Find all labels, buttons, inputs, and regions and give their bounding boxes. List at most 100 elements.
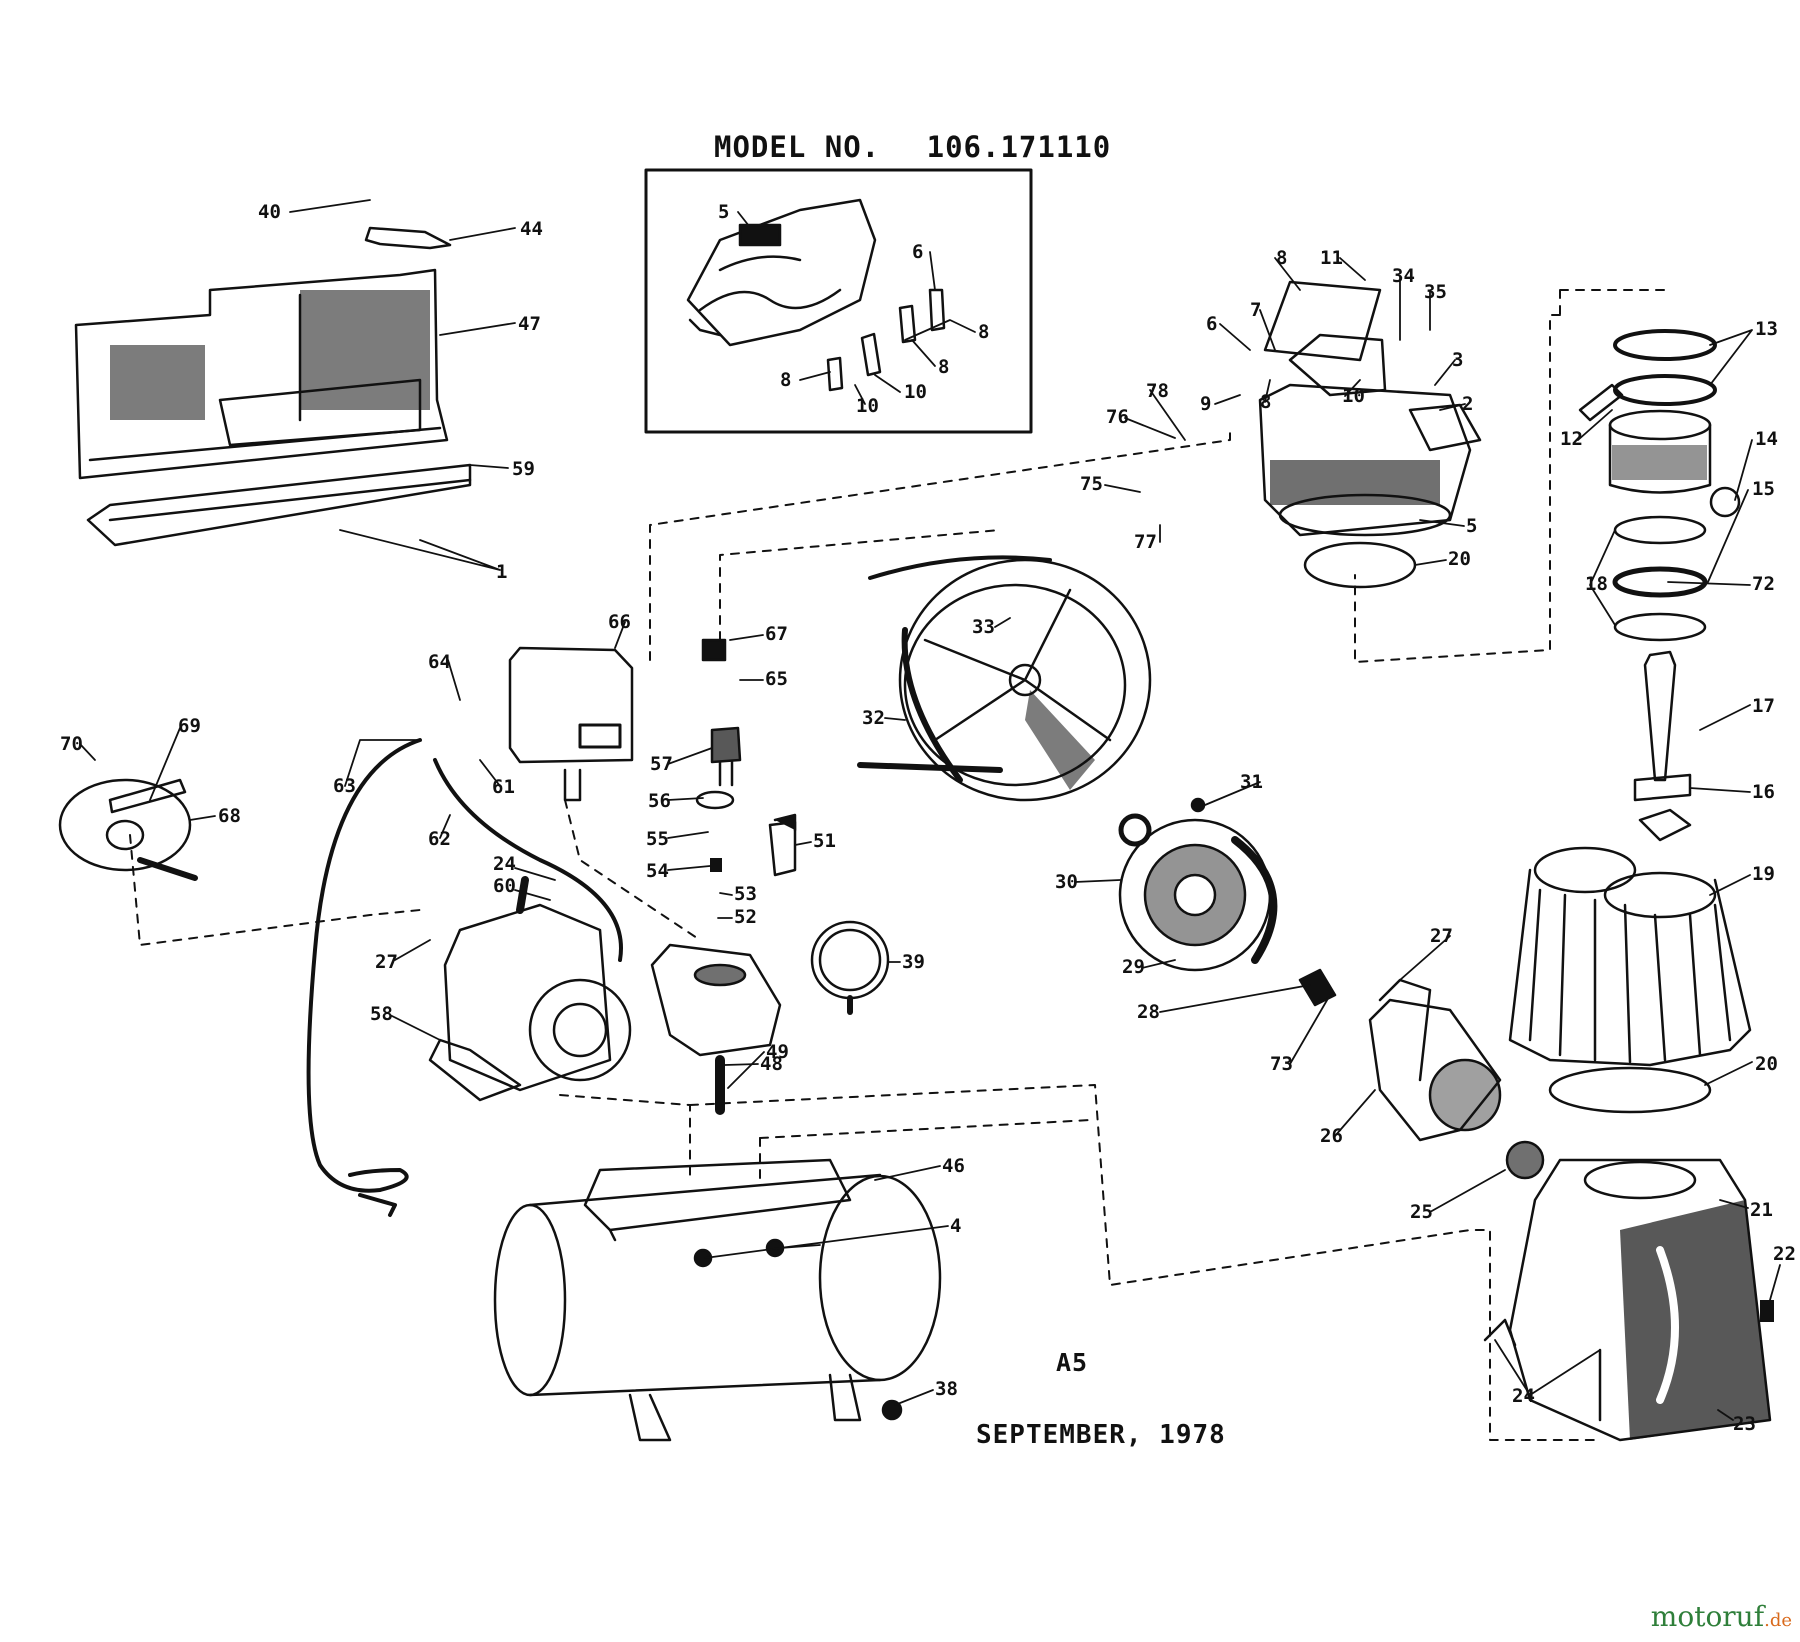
callout: 17 [1752, 695, 1775, 717]
callout: 16 [1752, 781, 1775, 803]
callout: 1 [496, 561, 507, 583]
callout: 15 [1752, 478, 1775, 500]
callout: 68 [218, 805, 241, 827]
pressure-switch [508, 646, 634, 802]
callout: 23 [1733, 1413, 1756, 1435]
callout: 69 [178, 715, 201, 737]
callout: 30 [1055, 871, 1078, 893]
callout: 59 [512, 458, 535, 480]
callout: 27 [375, 951, 398, 973]
callout: 73 [1270, 1053, 1293, 1075]
callout: 72 [1752, 573, 1775, 595]
model-label: MODEL NO. [714, 130, 881, 164]
page-code: A5 [1056, 1348, 1089, 1377]
callout: 70 [60, 733, 83, 755]
callout: 9 [1200, 393, 1211, 415]
callout: 62 [428, 828, 451, 850]
callout: 5 [718, 201, 729, 223]
flywheel [857, 555, 1152, 802]
crankcase [1483, 1158, 1774, 1442]
cylinder-head-assembly [1258, 280, 1482, 589]
callout: 13 [1755, 318, 1778, 340]
pulley-hub [1118, 797, 1278, 972]
piston-group [1578, 329, 1741, 842]
callout: 32 [862, 707, 885, 729]
callout: 28 [1137, 1001, 1160, 1023]
callout: 12 [1560, 428, 1583, 450]
callout: 53 [734, 883, 757, 905]
callout: 67 [765, 623, 788, 645]
callout: 40 [258, 201, 281, 223]
pressure-gauge [810, 920, 890, 1015]
model-number: 106.171110 [926, 130, 1112, 164]
callout: 7 [1250, 299, 1261, 321]
callout: 60 [493, 875, 516, 897]
inset-box [644, 168, 1033, 434]
callout: 10 [856, 395, 879, 417]
callout: 19 [1752, 863, 1775, 885]
callout: 6 [912, 241, 923, 263]
callout: 22 [1773, 1243, 1796, 1265]
callout: 39 [902, 951, 925, 973]
callout: 24 [1512, 1385, 1535, 1407]
watermark: motoruf.de [1651, 1600, 1792, 1633]
callout: 2 [1462, 393, 1473, 415]
callout: 58 [370, 1003, 393, 1025]
callout: 54 [646, 860, 669, 882]
cylinder-19 [1508, 846, 1752, 1114]
callout: 11 [1320, 247, 1343, 269]
callout: 52 [734, 906, 757, 928]
callout: 18 [1585, 573, 1608, 595]
callout: 10 [1342, 385, 1365, 407]
bearing-housing [1298, 968, 1545, 1180]
callout: 34 [1392, 265, 1415, 287]
callout: 61 [492, 776, 515, 798]
callout: 38 [935, 1378, 958, 1400]
callout: 14 [1755, 428, 1778, 450]
callout: 46 [942, 1155, 965, 1177]
electric-motor [428, 876, 632, 1102]
motor-pulley [58, 778, 198, 881]
callout: 47 [518, 313, 541, 335]
callout: 20 [1755, 1053, 1778, 1075]
callout: 21 [1750, 1199, 1773, 1221]
callout: 25 [1410, 1201, 1433, 1223]
air-tank [493, 1158, 942, 1442]
callout: 55 [646, 828, 669, 850]
callout: 8 [978, 321, 989, 343]
callout-labels: 40 44 47 59 1 5 6 8 8 8 10 10 8 11 34 35… [60, 201, 1796, 1435]
manifold-block [650, 943, 782, 1115]
callout: 4 [950, 1215, 961, 1237]
callout: 33 [972, 616, 995, 638]
check-valves [695, 638, 797, 877]
callout: 29 [1122, 956, 1145, 978]
callout: 5 [1466, 515, 1477, 537]
callout: 20 [1448, 548, 1471, 570]
callout: 8 [1276, 247, 1287, 269]
inset-cylinder-head [686, 198, 877, 347]
callout: 8 [780, 369, 791, 391]
callout: 3 [1452, 349, 1463, 371]
watermark-name: motoruf [1650, 1600, 1765, 1633]
callout: 27 [1430, 925, 1453, 947]
callout: 66 [608, 611, 631, 633]
callout: 35 [1424, 281, 1447, 303]
callout: 56 [648, 790, 671, 812]
callout: 78 [1146, 380, 1169, 402]
watermark-suffix: .de [1764, 1610, 1792, 1631]
callout: 8 [938, 356, 949, 378]
model-number-heading: MODEL NO. 106.171110 [714, 130, 1111, 164]
callout: 26 [1320, 1125, 1343, 1147]
callout-leaders [79, 199, 1781, 1421]
callout: 44 [520, 218, 543, 240]
callout: 57 [650, 753, 673, 775]
callout: 77 [1134, 531, 1157, 553]
callout: 76 [1106, 406, 1129, 428]
callout: 75 [1080, 473, 1103, 495]
callout: 64 [428, 651, 451, 673]
callout: 51 [813, 830, 836, 852]
bracket [364, 226, 452, 250]
callout: 65 [765, 668, 788, 690]
